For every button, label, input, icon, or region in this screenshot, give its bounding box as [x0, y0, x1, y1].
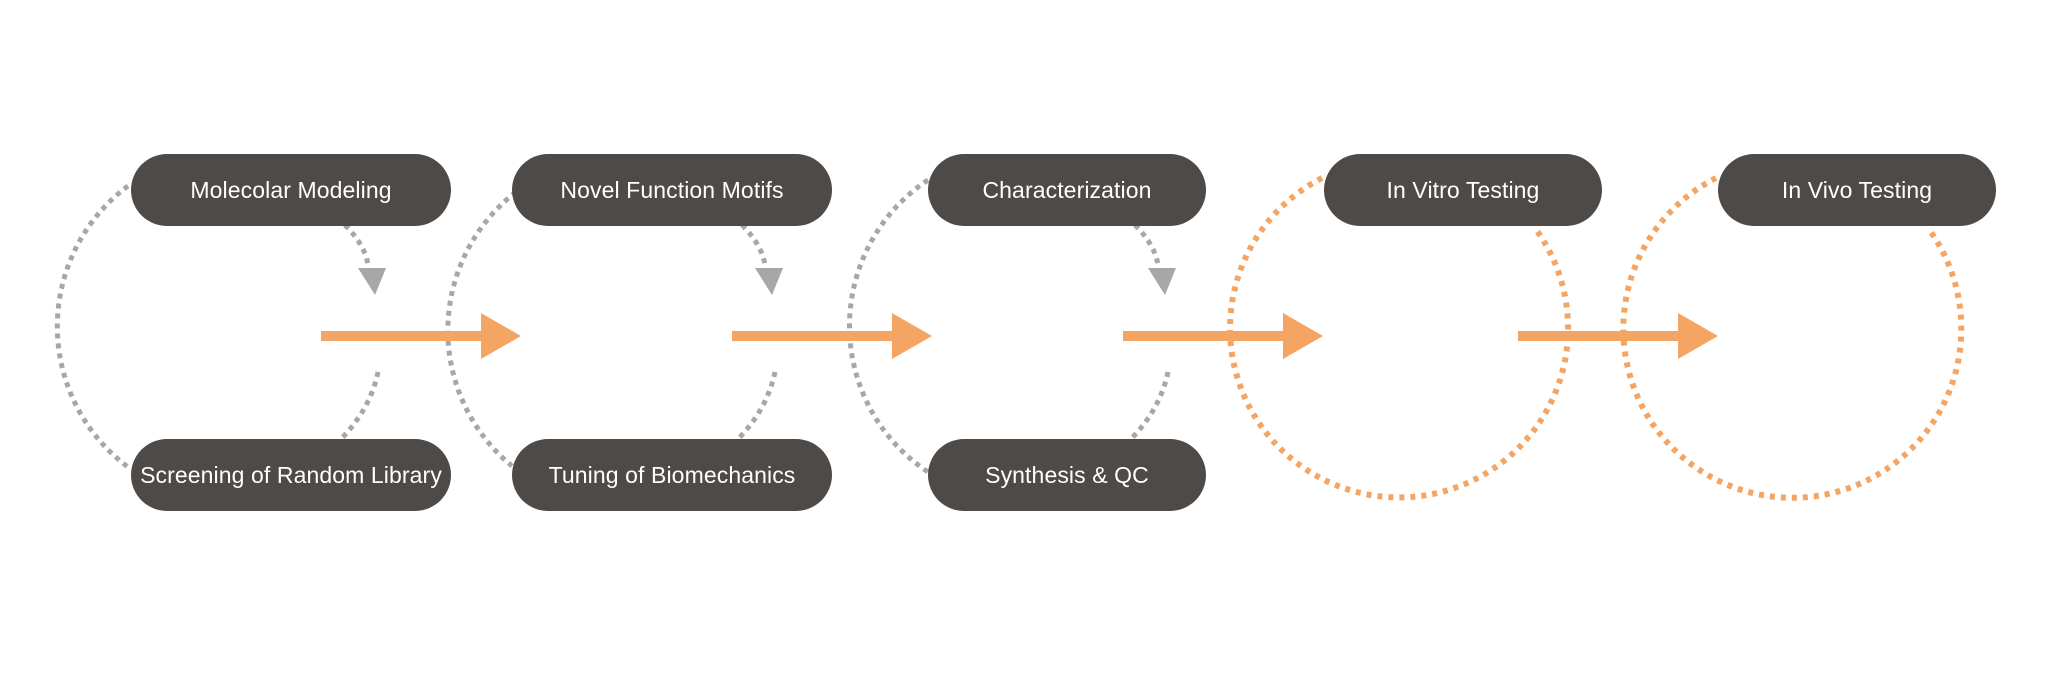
- loop-arc: [54, 183, 130, 470]
- stage-3-bottom-box: Synthesis & QC: [928, 439, 1206, 511]
- right-arrow-icon: [1283, 313, 1323, 359]
- loop-arc: [1128, 371, 1171, 442]
- connector-shaft: [321, 331, 483, 341]
- stage-2-bottom-box: Tuning of Biomechanics: [512, 439, 832, 511]
- connector-2: [732, 313, 932, 359]
- stage-2-top-box: Novel Function Motifs: [512, 154, 832, 226]
- stage-4-top-box: In Vitro Testing: [1324, 154, 1602, 226]
- connector-shaft: [1518, 331, 1680, 341]
- stage-1-top-box: Molecolar Modeling: [131, 154, 451, 226]
- connector-3: [1123, 313, 1323, 359]
- feedback-loop-2: [445, 190, 783, 468]
- stage-1-bottom-box: Screening of Random Library: [131, 439, 451, 511]
- connector-shaft: [732, 331, 894, 341]
- loop-arrowhead-icon: [1148, 268, 1176, 295]
- right-arrow-icon: [892, 313, 932, 359]
- loop-arc: [1227, 175, 1572, 501]
- testing-loop-4: [1227, 175, 1572, 501]
- stage-3-top-box: Characterization: [928, 154, 1206, 226]
- loop-arc: [1620, 175, 1965, 501]
- stage-5-top-box: In Vivo Testing: [1718, 154, 1996, 226]
- loop-arc: [1133, 223, 1161, 266]
- connector-4: [1518, 313, 1718, 359]
- loop-arrowhead-icon: [358, 268, 386, 295]
- feedback-loop-3: [846, 177, 1176, 475]
- feedback-loop-1: [54, 183, 386, 470]
- right-arrow-icon: [481, 313, 521, 359]
- connector-1: [321, 313, 521, 359]
- right-arrow-icon: [1678, 313, 1718, 359]
- loop-arc: [846, 177, 930, 475]
- loop-arrowhead-icon: [755, 268, 783, 295]
- loop-arc: [740, 223, 768, 266]
- connector-shaft: [1123, 331, 1285, 341]
- loop-arc: [338, 371, 381, 442]
- testing-loop-5: [1620, 175, 1965, 501]
- loop-arc: [343, 223, 371, 266]
- loop-arc: [735, 371, 778, 442]
